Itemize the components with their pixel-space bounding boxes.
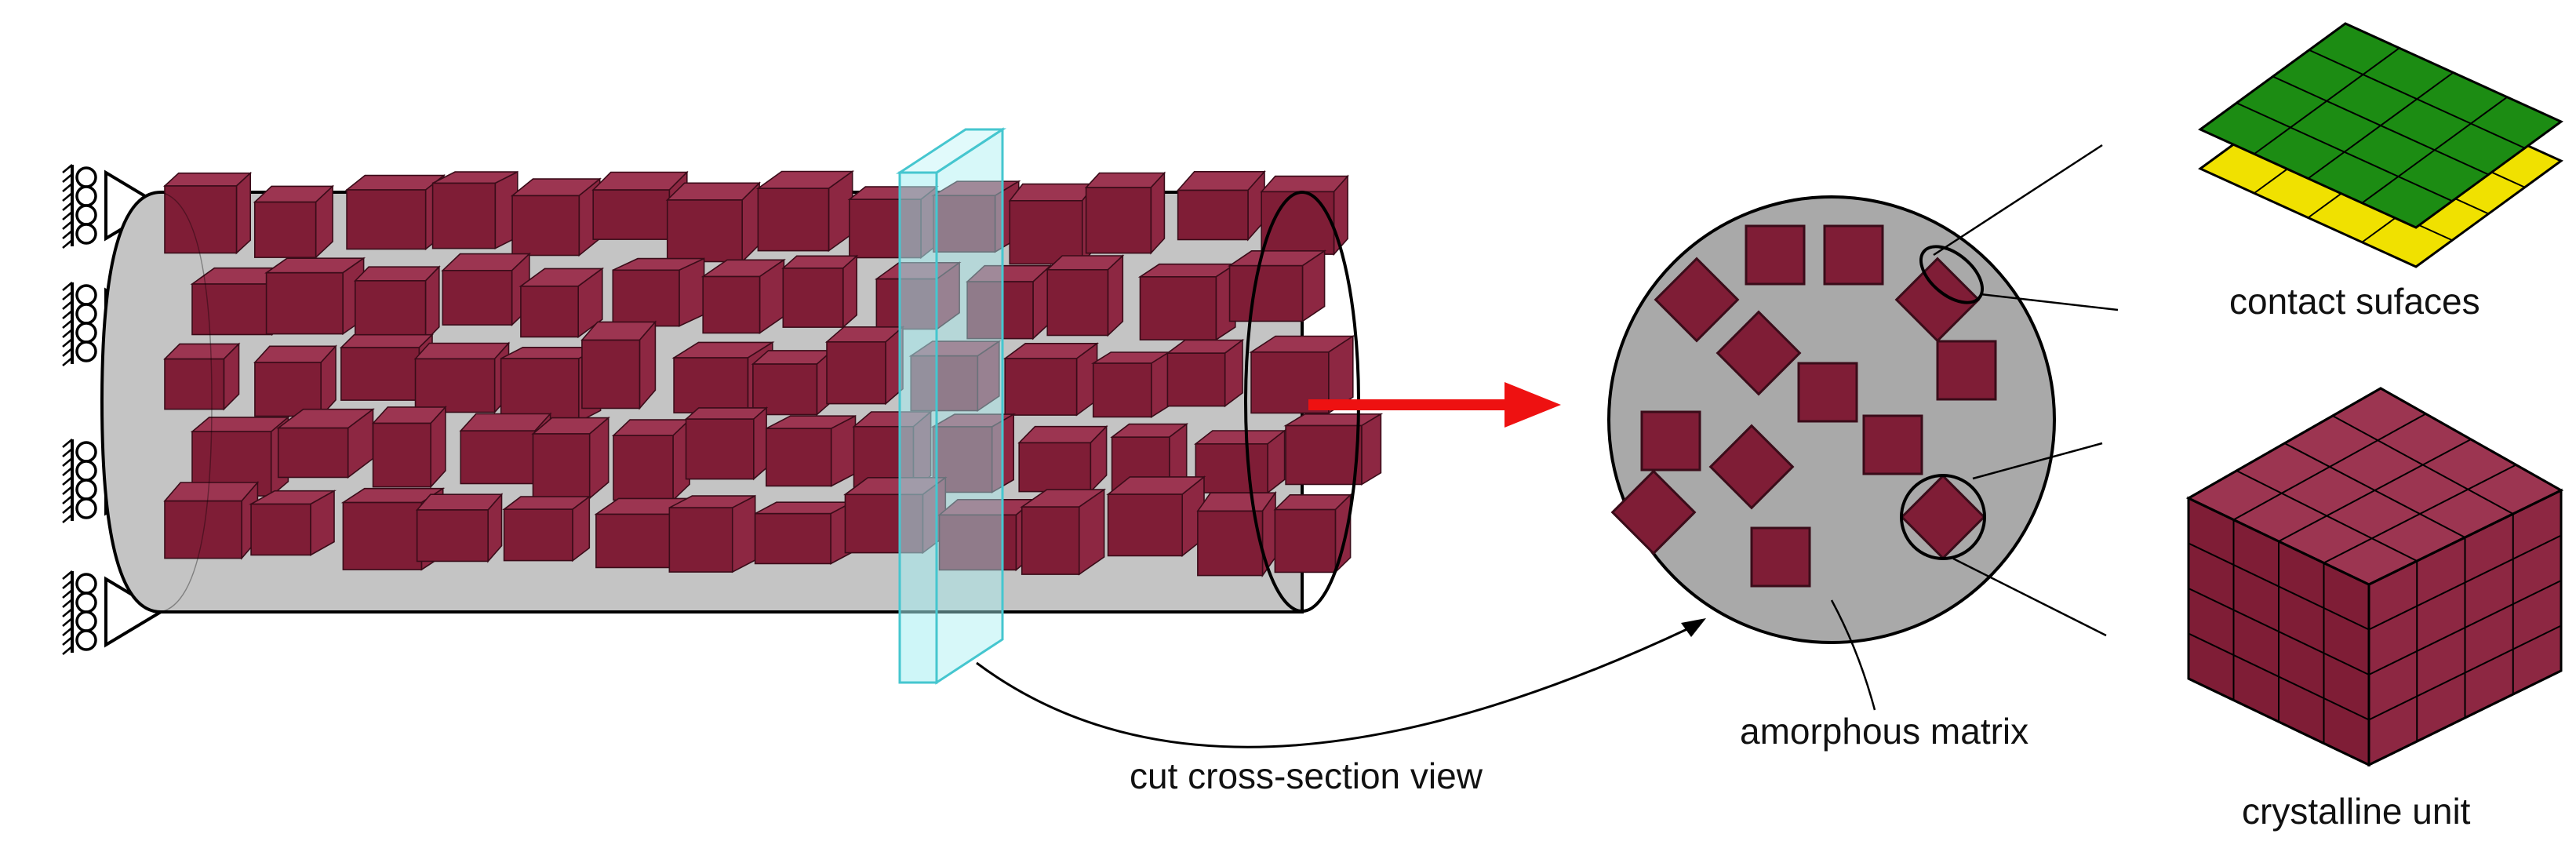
section-crystal — [1936, 340, 1997, 401]
crystal-block — [1002, 342, 1100, 417]
crystal-block — [1017, 424, 1108, 493]
crystal-block — [1137, 263, 1238, 341]
section-crystal — [1900, 474, 1986, 560]
section-crystal — [1716, 310, 1802, 396]
crystal-block — [531, 416, 610, 500]
crystal-block — [413, 341, 511, 414]
crystal-block — [766, 414, 857, 487]
section-crystal — [1862, 414, 1923, 475]
section-crystal — [1610, 469, 1697, 555]
crystal-block — [276, 408, 375, 479]
crystal-block — [665, 181, 762, 264]
cutting-plane-side — [935, 127, 1004, 685]
crystal-block — [1227, 249, 1327, 323]
crystalline-unit-cube — [2185, 387, 2564, 767]
crystal-block — [249, 490, 337, 556]
contact-highlight — [1919, 245, 1985, 304]
crystal-highlight — [1900, 474, 1986, 560]
contact-surfaces — [2198, 22, 2563, 268]
section-crystal — [1654, 257, 1740, 343]
crystal-block — [1196, 490, 1277, 578]
crystal-block — [1165, 338, 1245, 408]
curved-arrow-icon — [976, 618, 1706, 748]
cutting-plane-front — [898, 171, 938, 684]
crystal-block — [668, 494, 756, 573]
cut-view-label: cut cross-section view — [1130, 756, 1483, 796]
crystal-block — [1106, 475, 1206, 558]
crystal-block — [1020, 488, 1107, 576]
contact-surface-upper — [2198, 22, 2563, 229]
crystal-block — [163, 342, 241, 411]
crystal-block — [751, 349, 835, 417]
cylinder-specimen — [100, 169, 1384, 614]
crystal-block — [344, 173, 446, 251]
crystal-block — [824, 326, 905, 406]
crystal-block — [1283, 413, 1384, 486]
crystal-block — [415, 493, 504, 563]
cutting-plane — [895, 127, 1007, 685]
crystal-block — [510, 177, 602, 257]
crystal-block — [264, 257, 366, 336]
crystal-block — [431, 170, 518, 249]
crystal-block — [253, 344, 337, 418]
cylinder-back-rim — [160, 191, 213, 613]
section-crystal — [1894, 257, 1981, 343]
crystal-block — [754, 501, 853, 565]
crystal-block — [1260, 174, 1349, 257]
crystal-block — [1046, 254, 1125, 337]
matrix-label: amorphous matrix — [1740, 711, 2028, 752]
section-crystal — [1750, 526, 1811, 588]
crystal-label: crystalline unit — [2242, 791, 2471, 832]
section-crystal — [1797, 362, 1858, 423]
crystal-block — [1008, 182, 1097, 266]
crystal-block — [371, 405, 447, 489]
contact-label: contact sufaces — [2229, 281, 2480, 322]
crystal-block — [353, 265, 441, 343]
crystal-block — [1084, 171, 1166, 255]
red-arrow-icon — [1308, 382, 1561, 428]
crystal-block — [781, 254, 859, 329]
section-crystal — [1745, 224, 1806, 286]
section-crystal — [1640, 410, 1701, 472]
crystal-block — [162, 171, 253, 255]
cross-section-disc — [1607, 144, 2119, 711]
crystal-blocks — [162, 169, 1384, 578]
crystal-block — [700, 258, 786, 335]
section-crystal — [1823, 224, 1884, 286]
crystal-block — [966, 264, 1053, 340]
section-crystal — [1708, 424, 1795, 510]
cutting-plane-top — [895, 128, 1007, 174]
crystal-block — [518, 267, 605, 339]
crystal-block — [684, 406, 769, 481]
crystal-block — [612, 257, 705, 327]
crystal-block — [1090, 351, 1172, 418]
crystal-block — [1193, 429, 1286, 494]
crystal-block — [755, 169, 855, 253]
crystal-block — [612, 418, 692, 502]
crystal-block — [1176, 169, 1266, 242]
section-crystals — [1610, 224, 1997, 588]
crystal-block — [253, 184, 335, 259]
crystal-block — [1273, 493, 1352, 574]
crystal-block — [580, 320, 657, 410]
crystal-block — [502, 495, 591, 563]
crystal-block — [163, 480, 260, 560]
crystal-block — [441, 252, 531, 326]
